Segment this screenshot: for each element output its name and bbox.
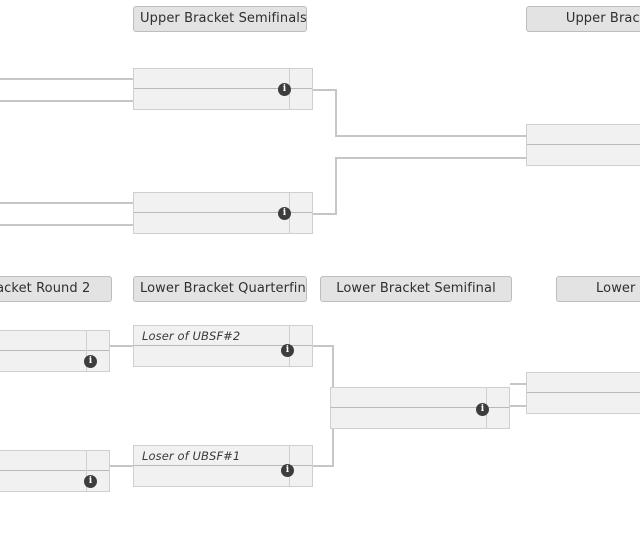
lower-quarterfinal-1-slot-1-label: Loser of UBSF#2 bbox=[142, 328, 241, 343]
lower-round2-match-2-slot-2[interactable] bbox=[0, 471, 109, 491]
connector-line-horizontal bbox=[335, 135, 526, 137]
connector-line-vertical bbox=[332, 345, 334, 397]
lower-semifinal-1-slot-1[interactable] bbox=[331, 388, 509, 408]
lower-semifinal-1-slot-2[interactable] bbox=[331, 408, 509, 428]
round-header-label: Lower Bracket Semifinal bbox=[336, 281, 496, 296]
round-header-4[interactable]: Lower Bracket Semifinal bbox=[320, 276, 512, 302]
connector-line-horizontal bbox=[0, 202, 133, 204]
upper-semifinal-1-slot-2[interactable] bbox=[134, 89, 312, 109]
lower-semifinal-1-info-icon[interactable]: i bbox=[476, 403, 489, 416]
connector-line-horizontal bbox=[110, 345, 133, 347]
connector-line-horizontal bbox=[0, 100, 133, 102]
lower-quarterfinal-1-slot-2[interactable] bbox=[134, 346, 312, 366]
round-header-2[interactable]: Bracket Round 2 bbox=[0, 276, 112, 302]
upper-final[interactable] bbox=[526, 124, 640, 166]
lower-quarterfinal-2-slot-1[interactable]: Loser of UBSF#1 bbox=[134, 446, 312, 466]
connector-line-horizontal bbox=[313, 345, 334, 347]
round-header-0[interactable]: Upper Bracket Semifinals bbox=[133, 6, 307, 32]
lower-quarterfinal-2-info-icon[interactable]: i bbox=[281, 464, 294, 477]
connector-line-horizontal bbox=[313, 465, 334, 467]
lower-final-slot-2[interactable] bbox=[527, 393, 640, 413]
connector-line-horizontal bbox=[510, 405, 526, 407]
connector-line-vertical bbox=[335, 89, 337, 135]
lower-final[interactable] bbox=[526, 372, 640, 414]
round-header-5[interactable]: Lower Bracket bbox=[556, 276, 640, 302]
upper-semifinal-2-slot-1[interactable] bbox=[134, 193, 312, 213]
connector-line-vertical bbox=[335, 157, 337, 213]
lower-quarterfinal-2-slot-1-label: Loser of UBSF#1 bbox=[142, 448, 241, 463]
lower-round2-match-2-slot-1[interactable] bbox=[0, 451, 109, 471]
connector-line-horizontal bbox=[335, 157, 526, 159]
connector-line-horizontal bbox=[510, 383, 526, 385]
upper-semifinal-1-info-icon[interactable]: i bbox=[278, 83, 291, 96]
lower-quarterfinal-1-slot-1[interactable]: Loser of UBSF#2 bbox=[134, 326, 312, 346]
upper-semifinal-1-slot-1[interactable] bbox=[134, 69, 312, 89]
lower-round2-match-1-score-divider bbox=[86, 331, 87, 371]
upper-semifinal-2-slot-2[interactable] bbox=[134, 213, 312, 233]
lower-quarterfinal-1-info-icon[interactable]: i bbox=[281, 344, 294, 357]
round-header-label: Upper Bracket Semifinals bbox=[140, 11, 307, 26]
round-header-label: Upper Bracket bbox=[565, 11, 640, 26]
upper-semifinal-2-info-icon[interactable]: i bbox=[278, 207, 291, 220]
lower-quarterfinal-2[interactable]: Loser of UBSF#1 bbox=[133, 445, 313, 487]
lower-quarterfinal-2-slot-2[interactable] bbox=[134, 466, 312, 486]
lower-round2-match-2-score-divider bbox=[86, 451, 87, 491]
lower-round2-match-2-info-icon[interactable]: i bbox=[84, 475, 97, 488]
lower-round2-match-1-slot-1[interactable] bbox=[0, 331, 109, 351]
upper-final-slot-2[interactable] bbox=[527, 145, 640, 165]
round-header-label: Lower Bracket Quarterfin... bbox=[140, 281, 307, 296]
lower-round2-match-1-info-icon[interactable]: i bbox=[84, 355, 97, 368]
round-header-1[interactable]: Upper Bracket bbox=[526, 6, 640, 32]
round-header-3[interactable]: Lower Bracket Quarterfin... bbox=[133, 276, 307, 302]
upper-final-slot-1[interactable] bbox=[527, 125, 640, 145]
connector-line-vertical bbox=[332, 419, 334, 465]
round-header-label: Lower Bracket bbox=[596, 281, 640, 296]
connector-line-horizontal bbox=[313, 89, 337, 91]
lower-final-slot-1[interactable] bbox=[527, 373, 640, 393]
lower-round2-match-1-slot-2[interactable] bbox=[0, 351, 109, 371]
round-header-label: Bracket Round 2 bbox=[0, 281, 91, 296]
connector-line-horizontal bbox=[0, 224, 133, 226]
connector-line-horizontal bbox=[313, 213, 337, 215]
connector-line-horizontal bbox=[110, 465, 133, 467]
connector-line-horizontal bbox=[0, 78, 133, 80]
